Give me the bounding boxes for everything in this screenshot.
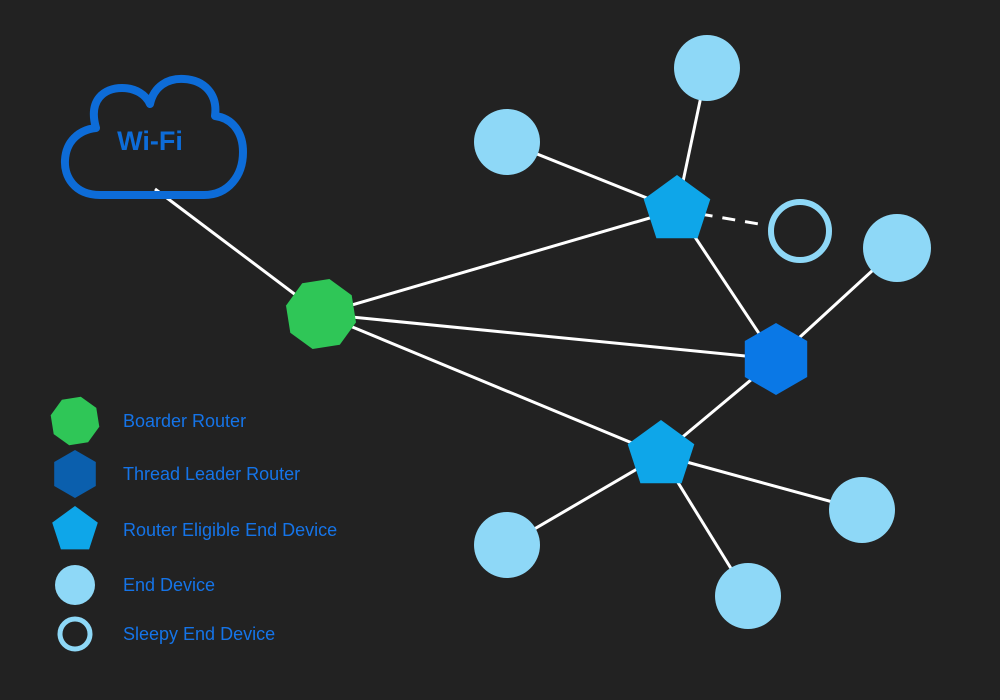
node-end-device-6 [715, 563, 781, 629]
edge-border-router-reed-top [320, 208, 678, 316]
wifi-cloud-icon [60, 74, 247, 199]
node-end-device-1 [474, 109, 540, 175]
legend-item-label: End Device [123, 575, 215, 595]
node-sleepy-end-device [768, 199, 832, 263]
edge-border-router-reed-bottom [320, 312, 662, 457]
node-end-device-4 [474, 512, 540, 578]
legend-hexagon-icon [54, 450, 96, 498]
edge-border-router-leader-router [320, 312, 777, 361]
legend-item-thread-leader-router: Thread Leader Router [54, 450, 300, 498]
wifi-cloud-label: Wi-Fi [117, 126, 183, 156]
edge-reed-top-sleepy-end-device [676, 208, 768, 227]
legend-item-label: Boarder Router [123, 411, 246, 431]
legend-item-label: Router Eligible End Device [123, 520, 337, 540]
legend-item-end-device: End Device [55, 565, 215, 605]
legend-item-boarder-router: Boarder Router [50, 396, 246, 446]
nodes-layer [286, 35, 931, 629]
node-reed-top [643, 175, 711, 239]
node-end-device-2 [674, 35, 740, 101]
legend-item-label: Thread Leader Router [123, 464, 300, 484]
legend-item-label: Sleepy End Device [123, 624, 275, 644]
node-end-device-3 [863, 214, 931, 282]
edge-wifi-cloud-border-router [154, 187, 322, 316]
legend-item-router-eligible-end-device: Router Eligible End Device [52, 506, 337, 550]
legend-ring-icon [57, 616, 93, 652]
legend-octagon-icon [50, 396, 100, 446]
legend-pentagon-icon [52, 506, 98, 550]
legend-item-sleepy-end-device: Sleepy End Device [57, 616, 275, 652]
node-reed-bottom [627, 420, 695, 484]
legend-circle-icon [55, 565, 95, 605]
edge-reed-bottom-end-device-5 [660, 453, 863, 512]
node-border-router [286, 279, 356, 349]
node-leader-router [744, 323, 808, 395]
node-end-device-5 [829, 477, 895, 543]
wifi-cloud: Wi-Fi [60, 74, 247, 199]
